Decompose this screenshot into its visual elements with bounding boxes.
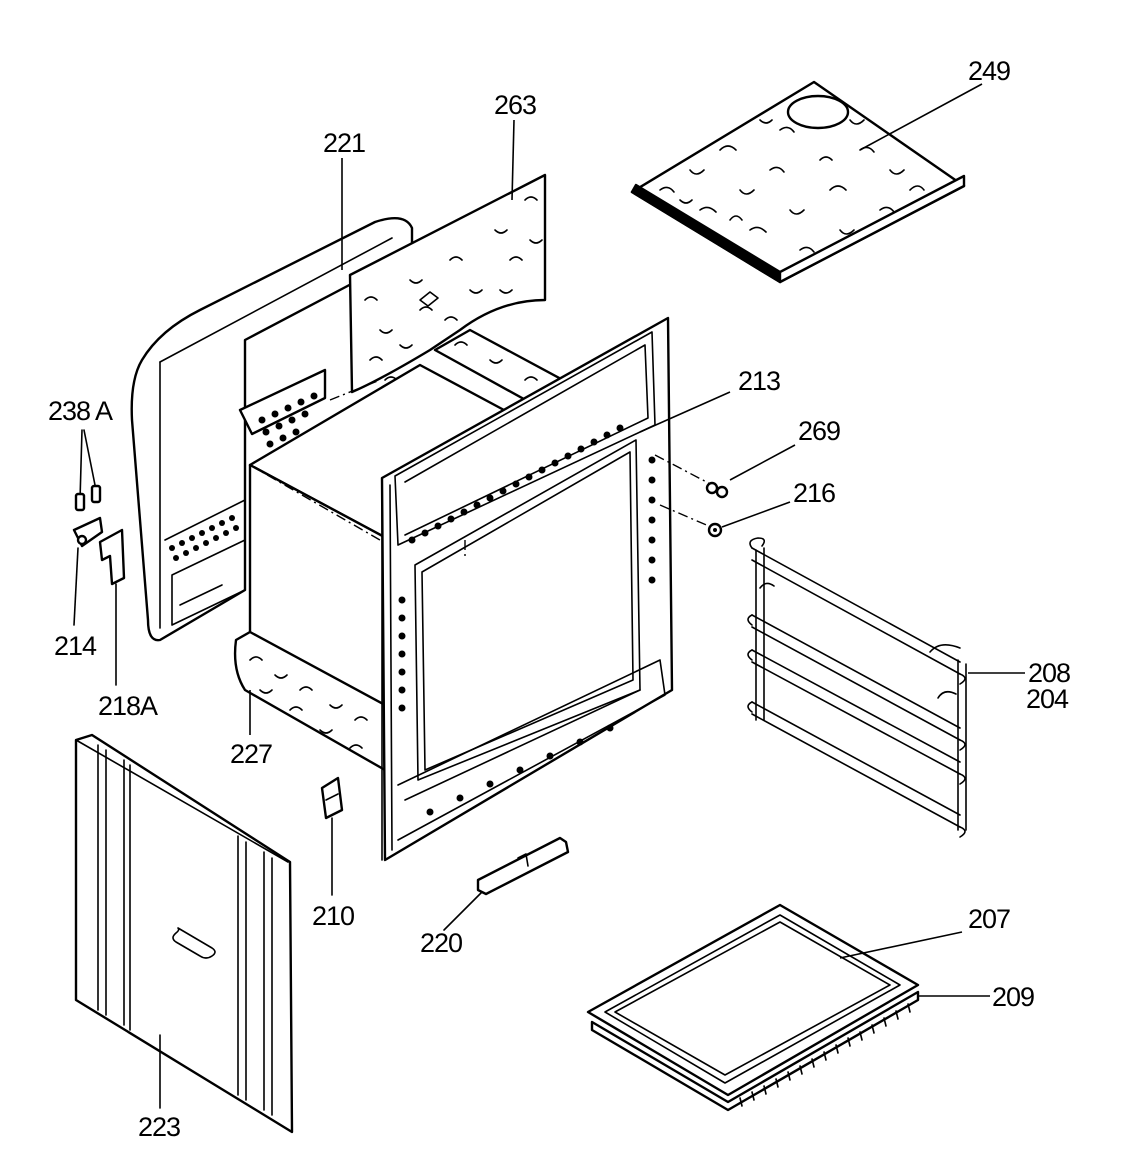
label-204: 204 [1026, 684, 1069, 714]
assembly-line-2 [329, 379, 381, 401]
label-269: 269 [798, 416, 840, 446]
leader-263 [511, 119, 515, 201]
leader-216 [721, 501, 791, 528]
leader-207 [839, 931, 963, 959]
label-238a: 238 A [48, 396, 113, 426]
label-223: 223 [138, 1112, 180, 1142]
leader-269 [729, 444, 796, 481]
assembly-line-1 [249, 464, 381, 541]
label-209: 209 [992, 982, 1034, 1012]
leader-249 [859, 83, 983, 151]
label-210: 210 [312, 901, 354, 931]
hinge-214 [72, 516, 104, 626]
rail-220 [443, 836, 570, 931]
assembly-line-3 [654, 454, 719, 489]
leader-213 [639, 391, 731, 433]
screws-238a [74, 429, 102, 512]
label-221: 221 [323, 128, 365, 158]
top-insulation-panel-249 [630, 80, 966, 284]
label-227: 227 [230, 739, 272, 769]
label-207: 207 [968, 904, 1010, 934]
label-249: 249 [968, 56, 1010, 86]
side-panel-223 [74, 733, 294, 1134]
label-216: 216 [793, 478, 835, 508]
bracket-218a [98, 528, 126, 686]
clip-210 [320, 776, 344, 896]
label-263: 263 [494, 90, 536, 120]
label-208: 208 [1028, 658, 1070, 688]
label-220: 220 [420, 928, 462, 958]
label-214: 214 [54, 631, 97, 661]
fastener-216 [707, 522, 723, 538]
label-213: 213 [738, 366, 780, 396]
front-frame-213 [380, 316, 674, 862]
label-218a: 218A [98, 691, 158, 721]
shelf-rack-208-204 [747, 537, 967, 838]
fastener-269 [705, 481, 729, 499]
baking-tray-207-209 [586, 903, 920, 1112]
outer-casing-221 [130, 216, 414, 642]
